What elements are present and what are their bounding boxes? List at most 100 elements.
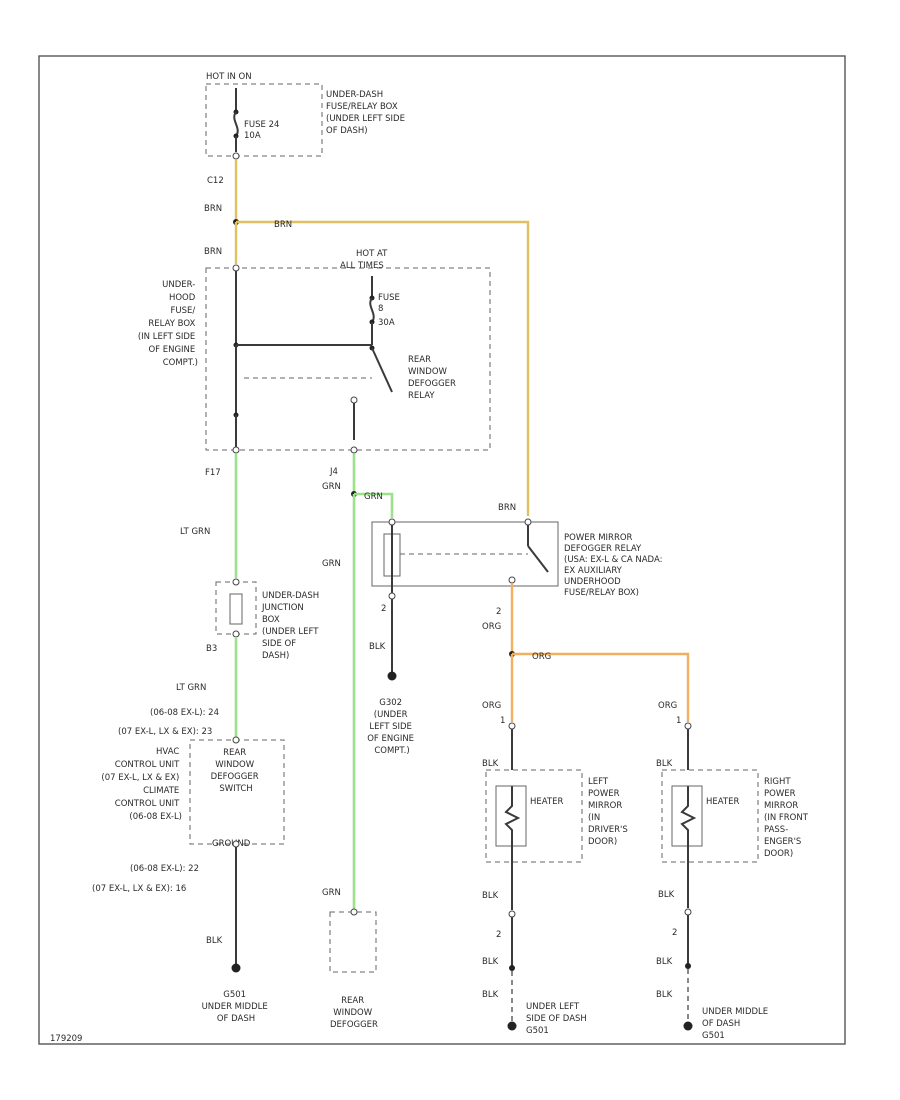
pin-j4	[350, 446, 358, 454]
diagram-frame	[38, 55, 846, 1045]
right-ground	[683, 1021, 693, 1031]
wire-grn-3-label: GRN	[322, 559, 341, 569]
cond-3-label: (06-08 EX-L): 22	[130, 864, 199, 874]
hot-in-on-label: HOT IN ON	[206, 72, 252, 82]
mirror-relay-contact-arm	[527, 545, 549, 573]
left-mirror-pin-2	[508, 910, 516, 918]
left-heater-label: HEATER	[530, 797, 563, 807]
pin-underhood-in	[232, 264, 240, 272]
ground-g501-middle	[231, 963, 241, 973]
fuse24-label: FUSE 24	[244, 120, 279, 130]
pin-j4-label: J4	[329, 467, 338, 477]
underdash-junction-label: UNDER-DASH JUNCTION BOX (UNDER LEFT SIDE…	[261, 591, 322, 661]
right-mirror-pin-1	[684, 722, 692, 730]
wire-grn-2-label: GRN	[364, 492, 383, 502]
left-mirror-label: LEFT POWER MIRROR (IN DRIVER'S DOOR)	[588, 777, 631, 847]
pin-f17	[232, 446, 240, 454]
switch-pin-bottom	[232, 840, 240, 848]
underhood-box-label: UNDER- HOOD FUSE/ RELAY BOX (IN LEFT SID…	[138, 280, 198, 368]
wire-blk-10-label: BLK	[656, 990, 673, 1000]
left-ground-splice	[509, 965, 515, 971]
fuse8-num-label: 8	[378, 304, 383, 314]
pin-f17-label: F17	[205, 468, 221, 478]
pin-2d-label: 2	[672, 928, 677, 938]
junction-element	[229, 593, 243, 625]
wire-blk-8-label: BLK	[658, 890, 675, 900]
defogger-pin	[350, 908, 358, 916]
right-ground-splice	[685, 963, 691, 969]
power-mirror-defogger-relay-box	[371, 521, 559, 587]
pin-2b-label: 2	[496, 607, 501, 617]
wire-blk-3-label: BLK	[482, 759, 499, 769]
wire-org-1-label: ORG	[482, 622, 501, 632]
wire-grn-1-label: GRN	[322, 482, 341, 492]
ground-g302	[387, 671, 397, 681]
cond-2-label: (07 EX-L, LX & EX): 23	[118, 727, 212, 737]
fuse8-label: FUSE	[378, 293, 400, 303]
wire-org-to-right-mirror	[512, 652, 690, 722]
junction-pin-b3	[232, 630, 240, 638]
wire-org-3-label: ORG	[482, 701, 501, 711]
pin-c12-label: C12	[207, 176, 224, 186]
fuse24-amp-label: 10A	[244, 131, 261, 141]
right-mirror-box	[661, 769, 759, 863]
mirror-relay-pin-left	[388, 518, 396, 526]
wire-org-2-label: ORG	[532, 652, 551, 662]
right-heater-coil	[680, 786, 697, 846]
g501-label: G501 UNDER MIDDLE OF DASH	[202, 990, 271, 1024]
rear-defogger-switch-label: REAR WINDOW DEFOGGER SWITCH	[211, 748, 262, 794]
pin-1a-label: 1	[500, 716, 505, 726]
wire-org-4-label: ORG	[658, 701, 677, 711]
mirror-relay-pin-bottom-right	[508, 576, 516, 584]
pin-2a-label: 2	[381, 604, 386, 614]
g302-label: G302 (UNDER LEFT SIDE OF ENGINE COMPT.)	[367, 698, 417, 756]
fuse8-element	[369, 297, 375, 323]
wire-brn-1-label: BRN	[204, 204, 222, 214]
left-mirror-pin-1	[508, 722, 516, 730]
wire-grn-5-label: GRN	[322, 888, 341, 898]
wire-brn-2-label: BRN	[274, 220, 292, 230]
wire-blk-7-label: BLK	[656, 759, 673, 769]
wire-blk-5-label: BLK	[482, 957, 499, 967]
pin-2c-label: 2	[496, 930, 501, 940]
relay-output-pin	[350, 396, 358, 404]
rear-defogger-relay-label: REAR WINDOW DEFOGGER RELAY	[408, 355, 459, 401]
underdash-fuse-box	[205, 83, 323, 157]
wire-lt-grn-2-label: LT GRN	[176, 683, 206, 693]
right-mirror-label: RIGHT POWER MIRROR (IN FRONT PASS- ENGER…	[764, 777, 811, 859]
wire-brn-3-label: BRN	[204, 247, 222, 257]
right-heater-label: HEATER	[706, 797, 739, 807]
wire-blk-1-label: BLK	[369, 642, 386, 652]
underhood-fuse-relay-box	[205, 267, 491, 451]
underdash-fuse-box-label: UNDER-DASH FUSE/RELAY BOX (UNDER LEFT SI…	[326, 90, 408, 136]
rear-defogger-label: REAR WINDOW DEFOGGER	[330, 996, 378, 1030]
hvac-unit-label: HVAC CONTROL UNIT (07 EX-L, LX & EX) CLI…	[101, 747, 182, 822]
pin-b3-label: B3	[206, 644, 217, 654]
wire-grn-to-mirror-relay	[354, 492, 394, 518]
figure-id: 179209	[50, 1034, 82, 1044]
cond-1-label: (06-08 EX-L): 24	[150, 708, 219, 718]
right-mirror-pin-2	[684, 908, 692, 916]
fuse24-element	[233, 111, 239, 137]
pin-c12	[232, 152, 240, 160]
wire-blk-6-label: BLK	[482, 990, 499, 1000]
wire-brn-relay-label: BRN	[498, 503, 516, 513]
left-ground-label: UNDER LEFT SIDE OF DASH G501	[526, 1002, 590, 1036]
left-heater-coil	[504, 786, 521, 846]
mirror-relay-pin-bottom-left	[388, 592, 396, 600]
rear-defogger-box	[329, 911, 377, 973]
switch-pin-top	[232, 736, 240, 744]
hot-at-all-times-label: HOT AT ALL TIMES	[340, 249, 390, 271]
wire-lt-grn-1-label: LT GRN	[180, 527, 210, 537]
left-ground	[507, 1021, 517, 1031]
wire-blk-4-label: BLK	[482, 891, 499, 901]
right-ground-label: UNDER MIDDLE OF DASH G501	[702, 1007, 771, 1041]
power-mirror-relay-label: POWER MIRROR DEFOGGER RELAY (USA: EX-L &…	[564, 533, 665, 598]
wire-brn-to-mirror-relay	[236, 220, 530, 516]
underdash-junction-box	[215, 581, 257, 635]
pin-f-ground-label: GROUND	[212, 839, 251, 849]
cond-4-label: (07 EX-L, LX & EX): 16	[92, 884, 186, 894]
relay-contact-arm	[371, 347, 393, 393]
junction-pin-top	[232, 578, 240, 586]
